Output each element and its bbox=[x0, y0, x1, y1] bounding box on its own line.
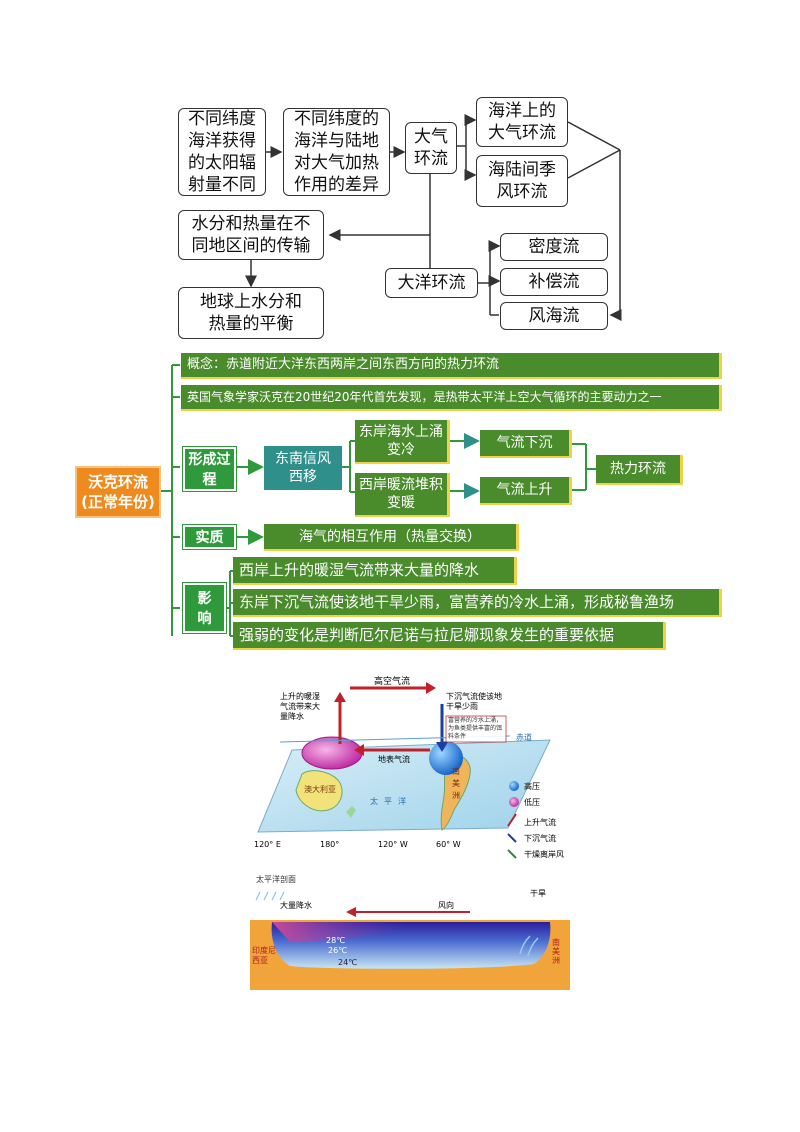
box-compensation-current-text: 补偿流 bbox=[528, 272, 580, 292]
impact-3-text: 强弱的变化是判断厄尔尼诺与拉尼娜现象发生的重要依据 bbox=[239, 626, 615, 644]
box-heating-difference: 不同纬度的海洋与陆地对大气加热作用的差异 bbox=[283, 108, 390, 196]
flowchart-connectors bbox=[245, 114, 622, 321]
east-upwelling-text: 东岸海水上涌变冷 bbox=[359, 424, 443, 458]
formation-tag-text: 形成过程 bbox=[188, 452, 231, 488]
box-balance-text: 地球上水分和热量的平衡 bbox=[200, 292, 302, 334]
box-heat-transport: 水分和热量在不同地区间的传输 bbox=[178, 210, 324, 260]
walker-main-label-text: 沃克环流(正常年份) bbox=[81, 473, 155, 511]
walker-concept: 概念：赤道附近大洋东西两岸之间东西方向的热力环流 bbox=[181, 353, 722, 379]
box-solar-radiation: 不同纬度海洋获得的太阳辐射量不同 bbox=[178, 108, 266, 196]
walker-history: 英国气象学家沃克在20世纪20年代首先发现，是热带太平洋上空大气循环的主要动力之… bbox=[181, 385, 722, 411]
box-monsoon: 海陆间季风环流 bbox=[476, 155, 568, 207]
pacific-label: 太平洋 bbox=[370, 797, 412, 806]
south-america-short: 南美洲 bbox=[552, 938, 560, 965]
lon-180: 180° bbox=[320, 840, 340, 849]
box-ocean-current-text: 大洋环流 bbox=[397, 273, 466, 293]
box-monsoon-text: 海陆间季风环流 bbox=[488, 160, 556, 202]
equator-label: 赤道 bbox=[516, 733, 532, 742]
box-ocean-atmosphere: 海洋上的大气环流 bbox=[476, 97, 568, 147]
box-heating-difference-text: 不同纬度的海洋与陆地对大气加热作用的差异 bbox=[294, 109, 379, 195]
walker-map-figure: 高空气流 上升的暖湿气流带来大量降水 下沉气流使该地干旱少雨 地表气流 富营养的… bbox=[250, 670, 590, 870]
temp-26: 26℃ bbox=[328, 946, 348, 955]
legend-rise: 上升气流 bbox=[524, 818, 556, 827]
impact-tag-text: 影响 bbox=[197, 591, 212, 627]
impact-tag: 影响 bbox=[182, 582, 227, 634]
box-atmospheric-circulation: 大气环流 bbox=[405, 122, 457, 174]
legend-low: 低压 bbox=[524, 798, 540, 807]
air-rise-text: 气流上升 bbox=[496, 482, 553, 498]
sinking-label: 下沉气流使该地干旱少雨 bbox=[446, 692, 502, 711]
box-heat-transport-text: 水分和热量在不同地区间的传输 bbox=[191, 214, 311, 256]
legend-high: 高压 bbox=[524, 782, 540, 791]
thermal-circulation-text: 热力环流 bbox=[610, 461, 666, 477]
legend-sink: 下沉气流 bbox=[524, 834, 556, 843]
legend-offshore: 干燥离岸风 bbox=[524, 850, 564, 859]
box-ocean-atmosphere-text: 海洋上的大气环流 bbox=[488, 101, 556, 143]
heavy-rain-label: 大量降水 bbox=[280, 901, 312, 910]
australia-label: 澳大利亚 bbox=[304, 785, 336, 794]
box-atmospheric-circulation-text: 大气环流 bbox=[414, 127, 448, 169]
formation-tag: 形成过程 bbox=[182, 446, 237, 492]
box-wind-current-text: 风海流 bbox=[528, 306, 580, 326]
walker-main-label: 沃克环流(正常年份) bbox=[75, 466, 161, 518]
walker-concept-text: 概念：赤道附近大洋东西两岸之间东西方向的热力环流 bbox=[187, 357, 500, 372]
section-title: 太平洋剖面 bbox=[256, 875, 296, 884]
temp-28: 28℃ bbox=[326, 936, 346, 945]
walker-map-svg bbox=[257, 682, 551, 859]
fishing-note: 富营养的冷水上涌，为鱼类提供丰富的饵料条件 bbox=[448, 717, 503, 740]
lon-120e: 120° E bbox=[254, 840, 281, 849]
walker-connectors bbox=[160, 364, 596, 637]
air-rise-box: 气流上升 bbox=[480, 477, 572, 505]
box-balance: 地球上水分和热量的平衡 bbox=[178, 287, 324, 339]
box-compensation-current: 补偿流 bbox=[500, 268, 608, 296]
pacific-section-svg bbox=[250, 891, 570, 990]
essence-box: 海气的相互作用（热量交换） bbox=[264, 524, 519, 551]
thermal-circulation-box: 热力环流 bbox=[596, 455, 683, 485]
south-america-label: 南美洲 bbox=[452, 767, 460, 800]
box-density-current-text: 密度流 bbox=[528, 237, 580, 257]
pacific-section-figure: 太平洋剖面 大量降水 风向 干旱 印度尼西亚 南美洲 28℃ 26℃ 24℃ bbox=[250, 870, 570, 990]
walker-history-text: 英国气象学家沃克在20世纪20年代首先发现，是热带太平洋上空大气循环的主要动力之… bbox=[187, 390, 662, 404]
impact-2: 东岸下沉气流使该地干旱少雨，富营养的冷水上涌，形成秘鲁渔场 bbox=[233, 589, 722, 617]
trade-wind-text: 东南信风西移 bbox=[275, 451, 331, 485]
impact-1: 西岸上升的暖湿气流带来大量的降水 bbox=[233, 557, 517, 585]
box-density-current: 密度流 bbox=[500, 233, 608, 261]
air-sink-box: 气流下沉 bbox=[480, 430, 572, 458]
west-warm-box: 西岸暖流堆积变暖 bbox=[355, 473, 450, 517]
surface-flow-label: 地表气流 bbox=[378, 755, 410, 764]
temp-24: 24℃ bbox=[338, 958, 358, 967]
impact-1-text: 西岸上升的暖湿气流带来大量的降水 bbox=[239, 561, 480, 579]
east-upwelling-box: 东岸海水上涌变冷 bbox=[355, 420, 450, 464]
box-wind-current: 风海流 bbox=[500, 302, 608, 330]
air-sink-text: 气流下沉 bbox=[496, 435, 553, 451]
box-solar-radiation-text: 不同纬度海洋获得的太阳辐射量不同 bbox=[188, 109, 256, 195]
impact-3: 强弱的变化是判断厄尔尼诺与拉尼娜现象发生的重要依据 bbox=[233, 622, 666, 650]
indonesia-label: 印度尼西亚 bbox=[252, 946, 276, 965]
west-warm-text: 西岸暖流堆积变暖 bbox=[359, 477, 443, 511]
essence-tag: 实质 bbox=[182, 524, 237, 550]
wind-direction-label: 风向 bbox=[438, 901, 454, 910]
lon-60w: 60° W bbox=[436, 840, 461, 849]
rising-label: 上升的暖湿气流带来大量降水 bbox=[280, 692, 320, 721]
upper-air-label: 高空气流 bbox=[374, 677, 411, 687]
essence-tag-text: 实质 bbox=[195, 530, 224, 546]
trade-wind-box: 东南信风西移 bbox=[264, 446, 342, 490]
essence-text: 海气的相互作用（热量交换） bbox=[299, 528, 481, 545]
drought-label: 干旱 bbox=[530, 889, 546, 898]
lon-120w: 120° W bbox=[378, 840, 408, 849]
impact-2-text: 东岸下沉气流使该地干旱少雨，富营养的冷水上涌，形成秘鲁渔场 bbox=[239, 593, 675, 611]
box-ocean-current: 大洋环流 bbox=[385, 268, 478, 298]
